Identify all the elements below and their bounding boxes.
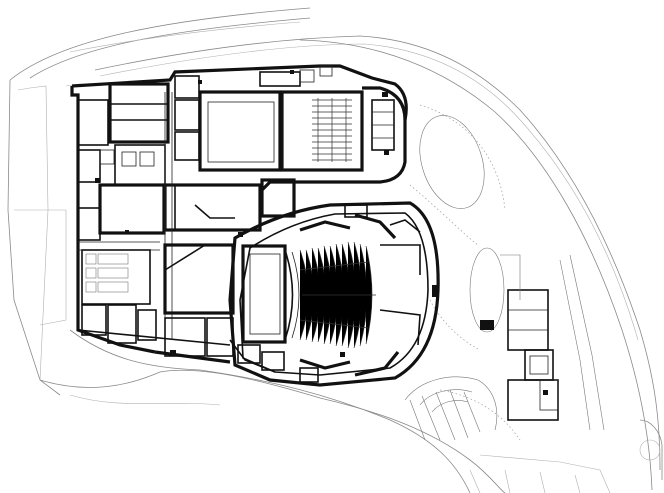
north-rooms [174,65,407,172]
north-seats [312,98,352,162]
plaza-features [404,104,521,441]
east-wing [480,254,605,431]
auditorium [229,204,438,383]
west-rooms [77,82,296,357]
auditorium-seats [299,241,376,349]
site-context [7,7,663,493]
